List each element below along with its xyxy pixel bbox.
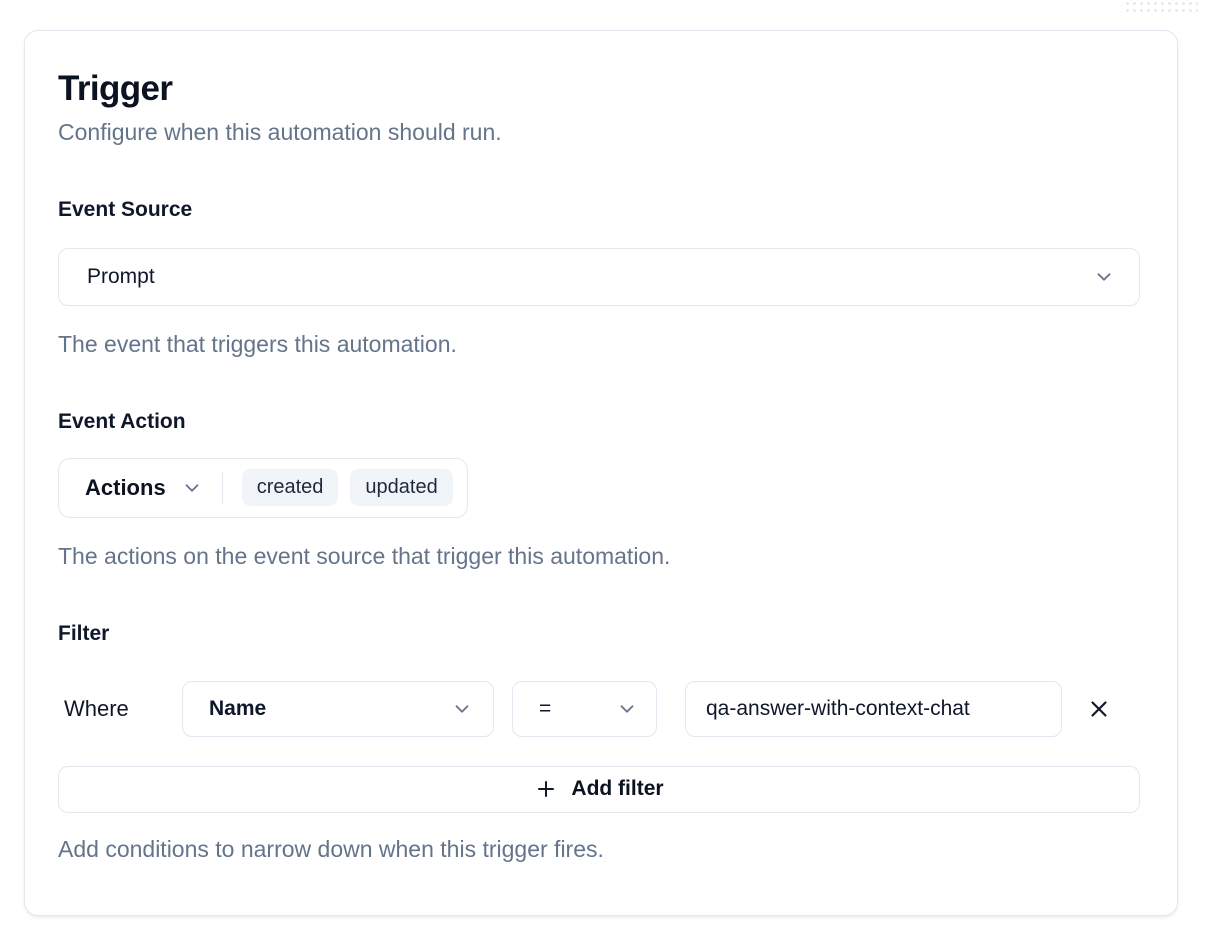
- filter-help: Add conditions to narrow down when this …: [58, 835, 604, 862]
- event-source-help: The event that triggers this automation.: [58, 330, 457, 357]
- vertical-divider: [221, 471, 223, 504]
- action-badge-created[interactable]: created: [241, 469, 339, 507]
- page-subtitle: Configure when this automation should ru…: [58, 119, 502, 145]
- remove-filter-button[interactable]: [1076, 686, 1122, 732]
- chevron-down-icon: [1097, 273, 1111, 281]
- filter-operator-select[interactable]: =: [512, 680, 657, 737]
- event-action-dropdown-label: Actions: [85, 474, 166, 500]
- close-icon: [1091, 701, 1107, 717]
- filter-condition-row: Where Name =: [58, 680, 1140, 737]
- chevron-down-icon: [185, 484, 199, 492]
- event-action-help: The actions on the event source that tri…: [58, 542, 671, 569]
- event-action-field: Event Action Actions created updated The…: [58, 410, 1140, 572]
- chevron-down-icon: [455, 705, 469, 713]
- action-badge-updated[interactable]: updated: [350, 469, 453, 507]
- event-source-label: Event Source: [58, 197, 193, 221]
- add-filter-button[interactable]: Add filter: [58, 765, 1140, 813]
- event-source-field: Event Source Prompt The event that trigg…: [58, 198, 1140, 360]
- filter-field: Filter Where Name = Add filter Add condi…: [58, 622, 1140, 865]
- add-filter-label: Add filter: [571, 777, 664, 801]
- plus-icon: [538, 781, 555, 798]
- halftone-decoration: [1124, 0, 1198, 13]
- filter-operator-value: =: [539, 696, 552, 720]
- event-action-control: Actions created updated: [58, 457, 468, 518]
- filter-field-select[interactable]: Name: [182, 680, 494, 737]
- event-action-label: Event Action: [58, 409, 186, 433]
- chevron-down-icon: [620, 705, 634, 713]
- trigger-card: Trigger Configure when this automation s…: [24, 30, 1178, 916]
- event-action-dropdown[interactable]: Actions: [85, 475, 203, 501]
- where-label: Where: [64, 695, 129, 721]
- page-title: Trigger: [58, 69, 173, 108]
- event-source-value: Prompt: [87, 264, 155, 288]
- filter-value-input[interactable]: [685, 680, 1062, 737]
- selected-actions-group: created updated: [241, 469, 453, 507]
- filter-field-value: Name: [209, 696, 267, 720]
- filter-label: Filter: [58, 621, 110, 645]
- event-source-select[interactable]: Prompt: [58, 247, 1140, 306]
